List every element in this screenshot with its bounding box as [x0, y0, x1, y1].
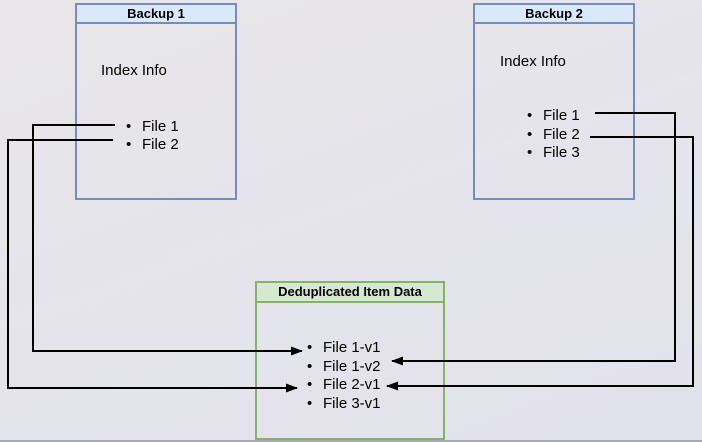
backup2-file-item: File 3 — [527, 144, 580, 163]
dedup-item-list: File 1-v1 File 1-v2 File 2-v1 File 3-v1 — [307, 339, 381, 413]
backup1-file-item: File 2 — [126, 136, 179, 154]
dedup-item: File 1-v2 — [307, 358, 381, 377]
backup1-node: Backup 1 Index Info File 1 File 2 — [75, 3, 237, 200]
backup2-file-list: File 1 File 2 File 3 — [527, 107, 580, 163]
backup2-index-info-label: Index Info — [500, 53, 566, 70]
dedup-node: Deduplicated Item Data File 1-v1 File 1-… — [255, 281, 445, 440]
backup1-title: Backup 1 — [77, 5, 235, 24]
dedup-item: File 2-v1 — [307, 376, 381, 395]
backup2-file-item: File 1 — [527, 107, 580, 126]
backup2-file-item: File 2 — [527, 126, 580, 145]
dedup-title: Deduplicated Item Data — [257, 283, 443, 303]
window-bottom-edge — [0, 440, 702, 442]
backup1-index-info-label: Index Info — [101, 62, 167, 79]
backup1-file-list: File 1 File 2 — [126, 118, 179, 153]
backup2-title: Backup 2 — [475, 5, 633, 24]
dedup-item: File 3-v1 — [307, 395, 381, 414]
backup1-file-item: File 1 — [126, 118, 179, 136]
backup2-node: Backup 2 Index Info File 1 File 2 File 3 — [473, 3, 635, 200]
dedup-item: File 1-v1 — [307, 339, 381, 358]
